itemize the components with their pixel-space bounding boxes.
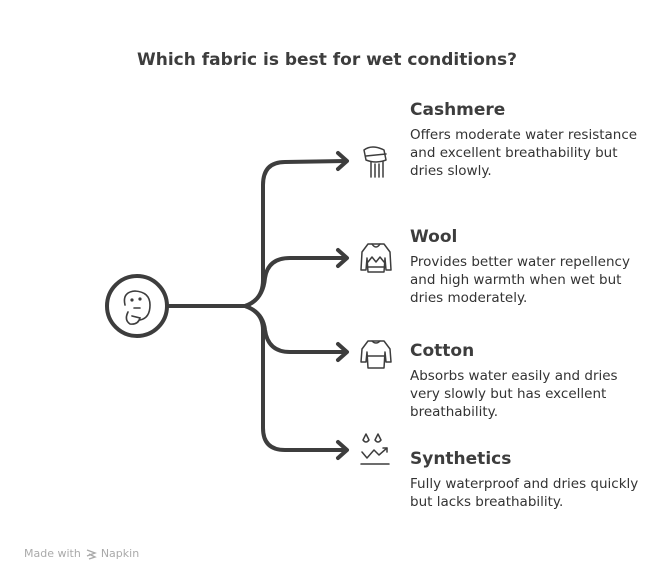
branch-cotton (243, 304, 348, 354)
branch-cashmere (243, 159, 348, 308)
option-title: Cotton (410, 341, 475, 361)
option-description: Offers moderate water resistance and exc… (410, 127, 638, 179)
diagram-title: Which fabric is best for wet conditions? (137, 50, 517, 70)
napkin-footer[interactable]: Made with Napkin (24, 547, 139, 560)
option-title: Synthetics (410, 449, 512, 469)
arrowhead-synthetics (336, 440, 349, 460)
option-title: Cashmere (410, 100, 506, 120)
option-wool: Wool Provides better water repellency an… (410, 227, 640, 307)
option-description: Provides better water repellency and hig… (410, 254, 630, 306)
shirt-icon (360, 340, 392, 369)
option-title: Wool (410, 227, 458, 247)
option-synthetics: Synthetics Fully waterproof and dries qu… (410, 449, 640, 511)
arrowhead-wool (336, 248, 349, 268)
napkin-brand: Napkin (100, 547, 140, 560)
branch-synthetics (243, 304, 348, 452)
option-cotton: Cotton Absorbs water easily and dries ve… (410, 341, 640, 421)
option-description: Fully waterproof and dries quickly but l… (410, 476, 639, 510)
made-with-label: Made with (24, 547, 81, 560)
branch-wool (243, 256, 348, 308)
arrowhead-cotton (336, 342, 349, 362)
scarf-icon (363, 146, 387, 178)
water-drops-icon (360, 433, 390, 465)
option-cashmere: Cashmere Offers moderate water resistanc… (410, 100, 640, 180)
sweater-icon (360, 243, 392, 273)
thinking-face-icon (123, 290, 151, 325)
arrowhead-cashmere (336, 151, 349, 171)
option-description: Absorbs water easily and dries very slow… (410, 368, 618, 420)
center-node (105, 274, 169, 338)
napkin-logo-icon (86, 548, 97, 560)
